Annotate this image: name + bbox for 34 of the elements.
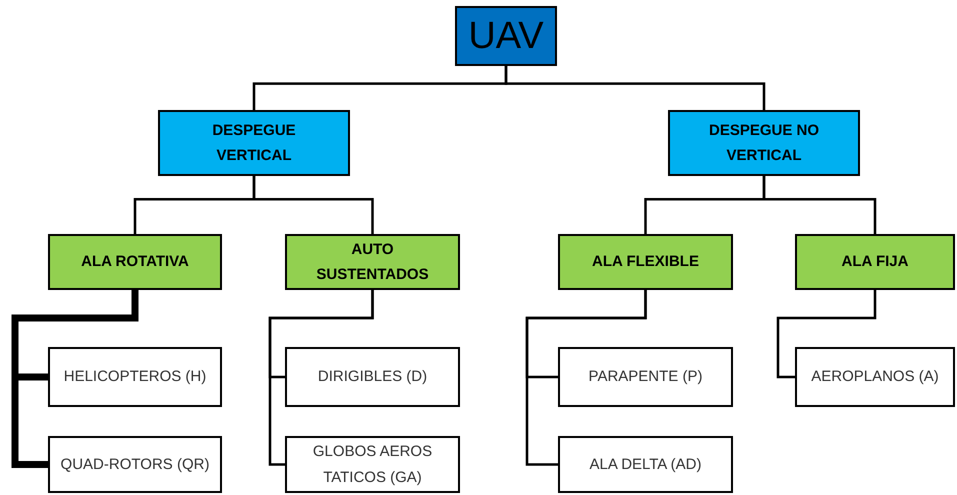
box-label: DIRIGIBLES (D) [318, 367, 428, 388]
leaf-box [558, 436, 733, 493]
connector-line [504, 66, 766, 110]
leaf-box [285, 436, 460, 493]
category-box [158, 110, 350, 176]
box-label: GLOBOS AEROS TATICOS (GA) [312, 442, 434, 488]
leaf-box [558, 347, 733, 407]
box-label: ALA DELTA (AD) [590, 454, 702, 475]
box-label: PARAPENTE (P) [588, 367, 702, 388]
root-box [455, 6, 557, 66]
connector-line [526, 290, 647, 466]
box-label: QUAD-ROTORS (QR) [60, 454, 210, 475]
box-label: HELICOPTEROS (H) [64, 367, 206, 388]
box-label: DESPEGUE VERTICAL [211, 120, 297, 166]
subcategory-box [558, 234, 733, 290]
category-box [668, 110, 860, 176]
box-label: AEROPLANOS (A) [811, 367, 939, 388]
connector-line [252, 176, 374, 234]
leaf-box [48, 347, 222, 407]
box-label: ALA FIJA [842, 252, 908, 272]
box-label: ALA FLEXIBLE [592, 252, 699, 272]
box-label: DESPEGUE NO VERTICAL [708, 120, 820, 166]
connector-line [268, 290, 374, 466]
leaf-box [285, 347, 460, 407]
box-label: UAV [468, 14, 544, 59]
box-label: ALA ROTATIVA [81, 252, 189, 272]
subcategory-box [285, 234, 460, 290]
connector-line [776, 290, 876, 378]
subcategory-box [795, 234, 955, 290]
leaf-box [48, 436, 222, 493]
subcategory-box [48, 234, 222, 290]
box-label: AUTO SUSTENTADOS [315, 240, 430, 285]
leaf-box [795, 347, 955, 407]
connector-line [762, 176, 876, 234]
